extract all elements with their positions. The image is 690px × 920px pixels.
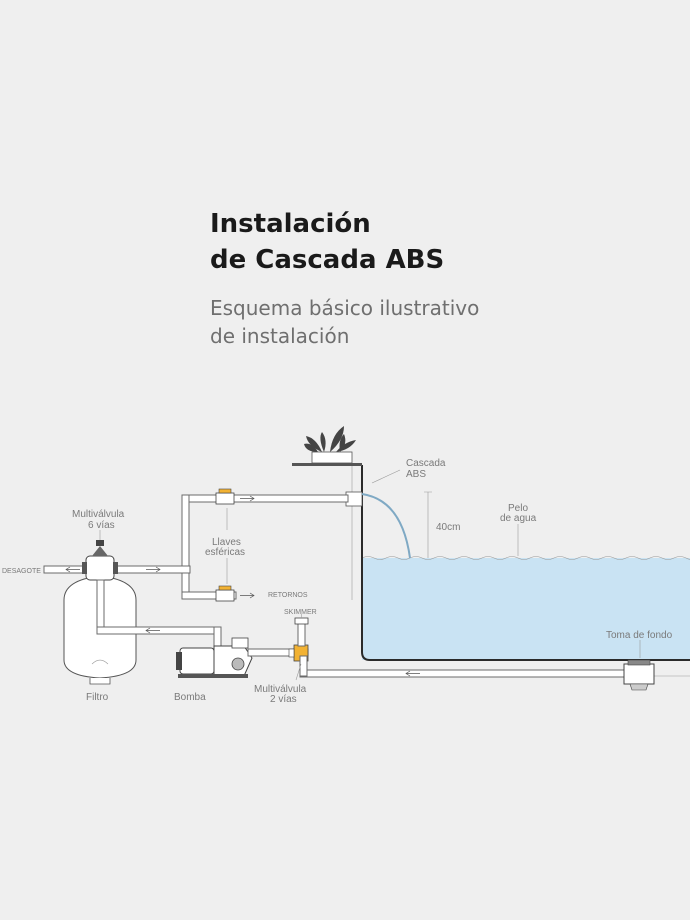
- ball-valve-upper: [215, 488, 235, 505]
- bottom-drain-riser: [299, 655, 308, 677]
- label-multi6-1: Multiválvula: [72, 509, 125, 520]
- label-llaves-2: esféricas: [205, 547, 245, 558]
- page-subtitle: Esquema básico ilustrativo de instalació…: [210, 294, 479, 350]
- label-multi6-2: 6 vías: [88, 520, 115, 531]
- label-cascada-1: Cascada: [406, 458, 446, 469]
- label-40cm: 40cm: [436, 522, 460, 533]
- skimmer-head: [294, 617, 309, 625]
- floor-drain-icon: [623, 659, 655, 691]
- label-pelo-2: de agua: [500, 513, 537, 524]
- flow-arrow-mid: [146, 566, 161, 573]
- water-surface: [361, 556, 690, 560]
- plant-leaves-icon: [304, 426, 356, 452]
- label-retornos: RETORNOS: [268, 592, 308, 599]
- label-bomba: Bomba: [174, 692, 206, 703]
- flow-arrow-upper: [240, 495, 255, 502]
- title-line-1: Instalación: [210, 209, 371, 239]
- return-pipe-lower: [181, 591, 237, 600]
- filter-outlet-pipe: [96, 579, 105, 635]
- dimension-line: [424, 491, 432, 558]
- page-title: Instalación de Cascada ABS: [210, 206, 444, 278]
- return-pipe-upper: [181, 494, 349, 503]
- subtitle-line-1: Esquema básico ilustrativo: [210, 296, 480, 320]
- multivalve-6-icon: [82, 540, 118, 581]
- flow-arrow-filter-pump: [145, 627, 160, 634]
- pool-water: [362, 558, 690, 660]
- flow-arrow-retornos: [240, 592, 255, 599]
- plant-shelf: [292, 463, 362, 466]
- flow-arrow-bottom: [405, 670, 420, 677]
- label-llaves-1: Llaves: [212, 537, 241, 548]
- ball-valve-lower: [215, 585, 235, 602]
- label-multi2-1: Multiválvula: [254, 684, 307, 695]
- pump-icon: [176, 637, 253, 678]
- plant-pot: [311, 451, 353, 464]
- cascade-pointer: [371, 469, 401, 484]
- pool-wall: [361, 465, 690, 661]
- waterfall-stream: [361, 493, 411, 559]
- bottom-drain-pipe: [299, 669, 635, 678]
- title-line-2: de Cascada ABS: [210, 245, 445, 275]
- label-cascada-2: ABS: [406, 469, 426, 480]
- label-desagote: DESAGOTE: [2, 568, 41, 575]
- label-toma: Toma de fondo: [606, 630, 673, 641]
- multi2-pointer: [295, 663, 302, 681]
- label-multi2-2: 2 vías: [270, 694, 297, 705]
- label-pelo-1: Pelo: [508, 503, 528, 514]
- subtitle-line-2: de instalación: [210, 324, 350, 348]
- label-skimmer: SKIMMER: [284, 609, 317, 616]
- flow-arrow-drain: [65, 566, 80, 573]
- label-filtro: Filtro: [86, 692, 109, 703]
- return-pipe-vertical: [181, 494, 190, 600]
